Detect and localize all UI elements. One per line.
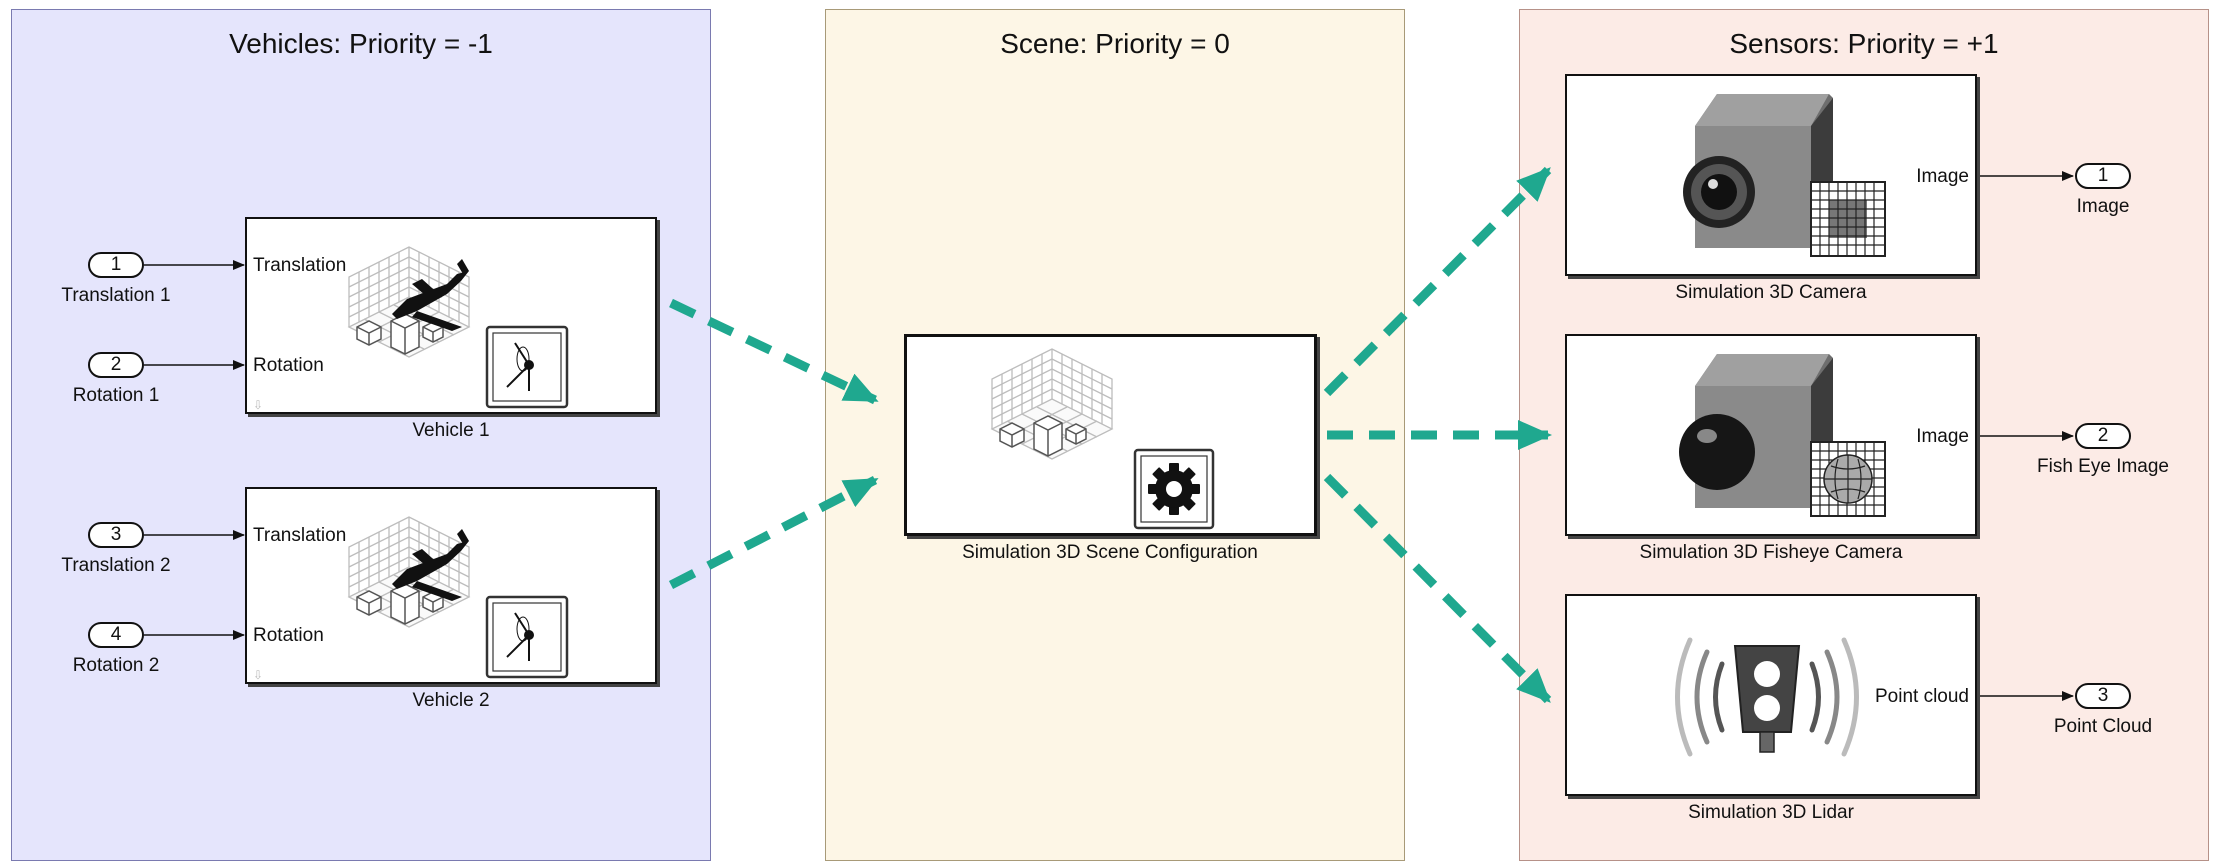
camera-block[interactable]: Image xyxy=(1565,74,1977,276)
vehicle-2-port-rotation: Rotation xyxy=(253,625,324,646)
scene-area-title: Scene: Priority = 0 xyxy=(1000,28,1230,59)
inport-1[interactable]: 1 xyxy=(88,252,144,278)
vehicle-icon: ⇩ xyxy=(253,516,569,682)
inport-3-label: Translation 2 xyxy=(61,555,171,576)
inport-4[interactable]: 4 xyxy=(88,622,144,648)
outport-3[interactable]: 3 xyxy=(2075,683,2131,709)
airplane-icon xyxy=(392,529,469,601)
vehicle-2-caption: Vehicle 2 xyxy=(412,690,490,711)
vehicles-area-title: Vehicles: Priority = -1 xyxy=(229,28,493,59)
gear-icon xyxy=(1148,463,1200,515)
lidar-port-point-cloud: Point cloud xyxy=(1874,686,1969,707)
vehicles-area: Vehicles: Priority = -1 xyxy=(11,9,711,861)
fisheye-camera-port-image: Image xyxy=(1916,426,1969,447)
scene-icon xyxy=(991,348,1215,530)
vehicle-1-block[interactable]: Translation Rotation ⇩ xyxy=(245,217,657,414)
vehicle-1-port-translation: Translation xyxy=(253,255,347,276)
axes-icon xyxy=(506,612,534,661)
vehicle-2-block[interactable]: Translation Rotation ⇩ xyxy=(245,487,657,684)
lidar-icon xyxy=(1675,637,1859,757)
priority-arrow xyxy=(1323,473,1552,704)
vehicle-1-port-rotation: Rotation xyxy=(253,355,324,376)
vehicle-1-caption: Vehicle 1 xyxy=(412,420,490,441)
priority-arrow xyxy=(1323,166,1552,397)
svg-text:⇩: ⇩ xyxy=(253,668,263,682)
camera-icon xyxy=(1683,94,1886,257)
fisheye-grid-icon xyxy=(1810,441,1886,517)
svg-text:⇩: ⇩ xyxy=(253,398,263,412)
sensors-area-title: Sensors: Priority = +1 xyxy=(1729,28,1999,59)
inport-4-label: Rotation 2 xyxy=(72,655,160,676)
fisheye-camera-block[interactable]: Image xyxy=(1565,334,1977,536)
inport-3[interactable]: 3 xyxy=(88,522,144,548)
axes-icon xyxy=(506,342,534,391)
inport-2[interactable]: 2 xyxy=(88,352,144,378)
vehicle-2-port-translation: Translation xyxy=(253,525,347,546)
inport-1-label: Translation 1 xyxy=(61,285,171,306)
camera-caption: Simulation 3D Camera xyxy=(1675,282,1867,303)
outport-3-label: Point Cloud xyxy=(2053,716,2153,737)
inport-2-label: Rotation 1 xyxy=(72,385,160,406)
airplane-icon xyxy=(392,259,469,331)
image-grid-icon xyxy=(1810,181,1886,257)
priority-arrow xyxy=(668,475,879,590)
lidar-caption: Simulation 3D Lidar xyxy=(1688,802,1854,823)
outport-2[interactable]: 2 xyxy=(2075,423,2131,449)
vehicle-icon: ⇩ xyxy=(253,246,569,412)
outport-1[interactable]: 1 xyxy=(2075,163,2131,189)
priority-arrow xyxy=(669,298,879,405)
outport-2-label: Fish Eye Image xyxy=(2037,456,2169,477)
lidar-block[interactable]: Point cloud xyxy=(1565,594,1977,796)
camera-port-image: Image xyxy=(1916,166,1969,187)
outport-1-label: Image xyxy=(2076,196,2130,217)
fisheye-camera-caption: Simulation 3D Fisheye Camera xyxy=(1639,542,1903,563)
fisheye-camera-icon xyxy=(1679,354,1886,517)
scene-config-caption: Simulation 3D Scene Configuration xyxy=(962,542,1258,563)
scene-config-block[interactable] xyxy=(904,334,1317,536)
